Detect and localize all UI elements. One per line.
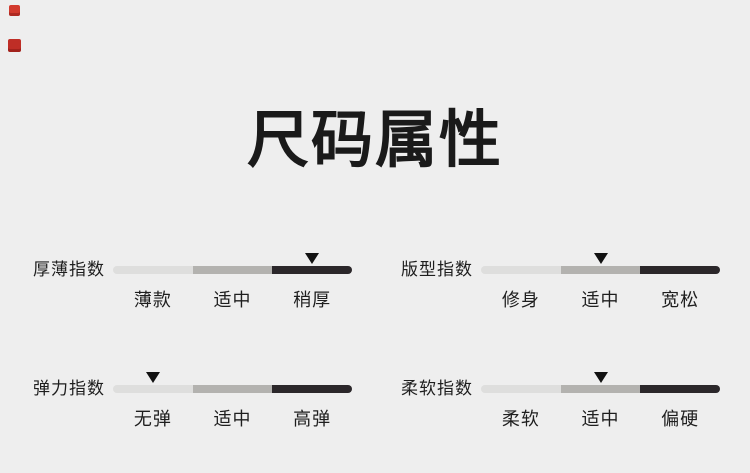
level-bar (481, 266, 720, 274)
indicator-thickness: 厚薄指数 薄款 适中 稍厚 (33, 247, 355, 319)
bar-segment-high (640, 266, 720, 274)
level-marker-icon (593, 372, 608, 383)
indicator-stretch: 弹力指数 无弹 适中 高弹 (33, 366, 355, 438)
level-marker-icon (305, 253, 319, 264)
level-labels: 无弹 适中 高弹 (113, 408, 352, 430)
bar-segment-high (272, 385, 352, 393)
bar-segment-high (272, 266, 352, 274)
level-label: 偏硬 (661, 409, 700, 429)
level-bar (113, 385, 352, 393)
indicator-label: 版型指数 (401, 260, 473, 279)
indicator-label: 厚薄指数 (33, 260, 105, 279)
bar-segment-mid (561, 266, 640, 274)
level-labels: 柔软 适中 偏硬 (481, 408, 720, 430)
level-label: 高弹 (293, 409, 332, 429)
page-title: 尺码属性 (246, 106, 503, 175)
level-label: 适中 (213, 409, 252, 429)
bar-segment-mid (561, 385, 640, 393)
bar-segment-mid (193, 385, 272, 393)
level-bar (481, 385, 720, 393)
bar-segment-high (640, 385, 720, 393)
level-label: 适中 (581, 290, 620, 310)
bar-segment-low (481, 266, 561, 274)
bar-segment-low (481, 385, 561, 393)
level-label: 无弹 (133, 409, 172, 429)
level-marker-icon (146, 372, 160, 383)
level-label: 适中 (213, 290, 252, 310)
level-labels: 修身 适中 宽松 (481, 289, 720, 311)
level-label: 适中 (581, 409, 620, 429)
level-label: 薄款 (133, 290, 172, 310)
indicator-softness: 柔软指数 柔软 适中 偏硬 (401, 366, 723, 438)
level-label: 宽松 (661, 290, 700, 310)
level-label: 柔软 (501, 409, 540, 429)
level-label: 修身 (501, 290, 540, 310)
level-marker-icon (593, 253, 608, 264)
bar-segment-low (113, 266, 193, 274)
bar-segment-low (113, 385, 193, 393)
level-bar (113, 266, 352, 274)
level-label: 稍厚 (293, 290, 332, 310)
red-square-icon (8, 39, 21, 52)
bar-segment-mid (193, 266, 272, 274)
level-labels: 薄款 适中 稍厚 (113, 289, 352, 311)
red-square-icon (9, 5, 20, 16)
indicator-label: 弹力指数 (33, 379, 105, 398)
indicator-label: 柔软指数 (401, 379, 473, 398)
indicator-fit: 版型指数 修身 适中 宽松 (401, 247, 723, 319)
